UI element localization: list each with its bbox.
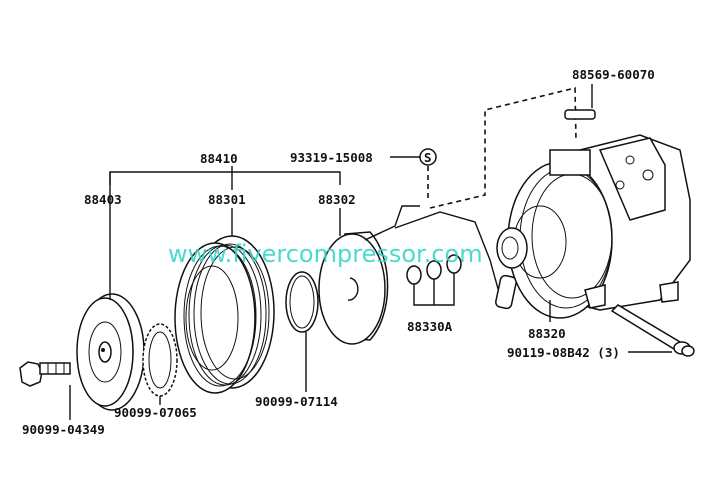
connector [495, 274, 517, 310]
watermark: www.fivercompressor.com [168, 240, 483, 268]
label-93319-15008: 93319-15008 [290, 150, 373, 165]
label-90099-07065: 90099-07065 [114, 405, 197, 420]
snap-ring-90099-07065 [142, 323, 178, 397]
relief-valve-88569 [564, 109, 596, 120]
label-88330a: 88330A [407, 319, 453, 334]
label-88320: 88320 [528, 326, 566, 341]
bolt-90119-08b42 [610, 304, 695, 357]
compressor-88320 [496, 134, 691, 319]
pulley-88301 [174, 235, 275, 394]
bolt-90099-04349 [19, 361, 71, 387]
label-90119-08b42: 90119-08B42 (3) [507, 345, 620, 360]
shims-88330a [406, 254, 462, 285]
clutch-hub-88403 [76, 293, 145, 411]
label-88302: 88302 [318, 192, 356, 207]
field-coil-88302 [318, 205, 501, 345]
label-88569-60070: 88569-60070 [572, 67, 655, 82]
label-88301: 88301 [208, 192, 246, 207]
label-88403: 88403 [84, 192, 122, 207]
label-90099-07114: 90099-07114 [255, 394, 338, 409]
ring-90099-07114 [285, 271, 319, 333]
s-mark-icon [419, 148, 437, 166]
s-mark-text: S [424, 150, 432, 165]
label-88410: 88410 [200, 151, 238, 166]
label-90099-04349: 90099-04349 [22, 422, 105, 437]
